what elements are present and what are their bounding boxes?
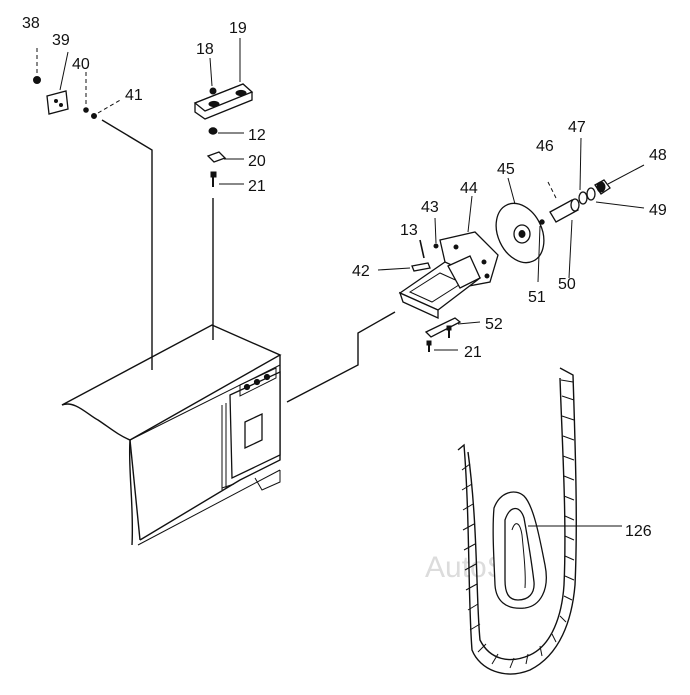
part-41-nut [91, 98, 123, 119]
part-46-pin [547, 181, 557, 199]
label-19: 19 [229, 20, 247, 37]
label-52: 52 [485, 316, 503, 333]
part-51-ball [537, 219, 545, 283]
label-126: 126 [625, 523, 652, 540]
label-42: 42 [352, 263, 370, 280]
part-45-disc [495, 177, 545, 264]
label-40: 40 [72, 56, 90, 73]
label-49: 49 [649, 202, 667, 219]
label-47: 47 [568, 119, 586, 136]
part-39-plate [46, 51, 69, 115]
part-21-bolt-lower [426, 325, 458, 352]
part-21-bolt-upper [210, 171, 244, 187]
cabinet-housing [61, 324, 282, 546]
track-guide-126 [457, 367, 622, 675]
part-38-screw [33, 48, 41, 84]
part-19-bracket [193, 38, 254, 120]
leader-cabinet-to-assembly [286, 311, 396, 403]
part-labels: 38 39 40 41 18 19 12 20 21 13 43 44 45 4… [22, 15, 667, 540]
leader-41-to-cabinet [101, 119, 153, 370]
part-49-ring [586, 187, 645, 209]
part-12-nut [208, 127, 244, 135]
part-48-cap [594, 164, 645, 195]
label-50: 50 [558, 276, 576, 293]
part-50-shaft [549, 198, 580, 279]
label-12: 12 [248, 127, 266, 144]
label-45: 45 [497, 161, 515, 178]
label-39: 39 [52, 32, 70, 49]
part-40-washer [83, 72, 89, 113]
part-13-pin [419, 239, 425, 259]
label-46: 46 [536, 138, 554, 155]
label-43: 43 [421, 199, 439, 216]
label-13: 13 [400, 222, 418, 239]
label-41: 41 [125, 87, 143, 104]
part-52-plate [424, 317, 481, 338]
label-18: 18 [196, 41, 214, 58]
part-47-oring [578, 137, 588, 205]
label-21-upper: 21 [248, 178, 266, 195]
part-44-bracket-assembly [398, 195, 499, 320]
label-38: 38 [22, 15, 40, 32]
label-48: 48 [649, 147, 667, 164]
label-51: 51 [528, 289, 546, 306]
part-42-rod [377, 262, 431, 272]
label-20: 20 [248, 153, 266, 170]
part-20-washer [206, 151, 244, 163]
part-18-bolt [209, 57, 217, 95]
label-44: 44 [460, 180, 478, 197]
label-21-lower: 21 [464, 344, 482, 361]
part-43-pin [433, 217, 439, 249]
